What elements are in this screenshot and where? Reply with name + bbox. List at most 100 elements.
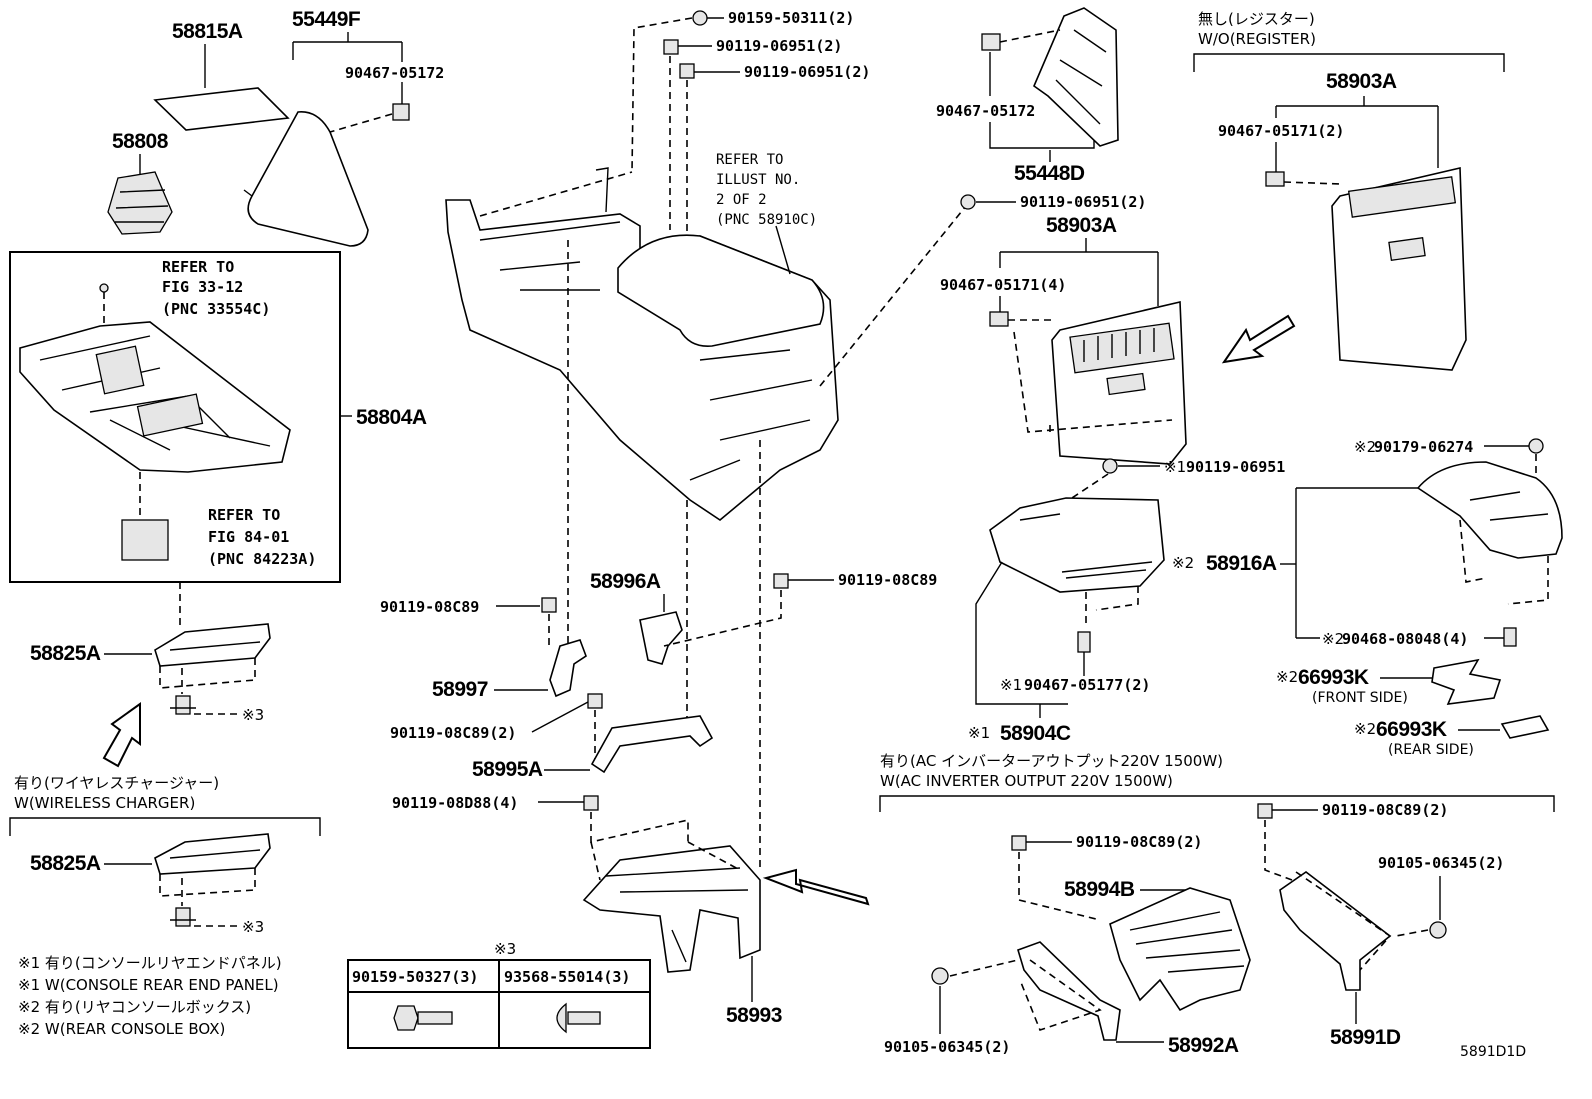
fastener-2[interactable]: 93568-55014(3): [504, 968, 630, 986]
refer3-line3: 2 OF 2: [716, 192, 767, 208]
part-group-58808: 58808: [107, 130, 173, 235]
legend-4: ※2 W(REAR CONSOLE BOX): [18, 1020, 225, 1038]
console-box-main: 90159-50311(2) 90119-06951(2) 90119-0695…: [445, 9, 967, 870]
shift-panel-58804A: [19, 321, 291, 473]
label-58995A[interactable]: 58995A: [472, 758, 543, 781]
label-66993K-rear[interactable]: 66993K: [1376, 718, 1447, 741]
label-58991D[interactable]: 58991D: [1330, 1026, 1401, 1049]
label-90105-06345-b[interactable]: 90105-06345(2): [884, 1038, 1010, 1056]
label-58996A[interactable]: 58996A: [590, 570, 661, 593]
label-58825A-bottom[interactable]: 58825A: [30, 852, 101, 875]
bracket-group: 90119-08C89 58996A 90119-08C89 58997 901…: [380, 570, 937, 1027]
note-wireless-jp: 有り(ワイヤレスチャージャー): [14, 774, 219, 792]
fastener-table: ※3 90159-50327(3) 93568-55014(3): [347, 940, 651, 1049]
part-group-58903A-mid: 90119-06951(2) 58903A 90467-05171(4): [940, 193, 1187, 465]
rear-end-panel-wo-register: [1331, 166, 1467, 371]
legend-2: ※1 W(CONSOLE REAR END PANEL): [18, 976, 279, 994]
label-58903A-top[interactable]: 58903A: [1326, 70, 1397, 93]
label-58904C[interactable]: 58904C: [1000, 722, 1071, 745]
mark2-e: ※2: [1354, 720, 1376, 738]
direction-arrow-right: [1221, 314, 1296, 364]
label-90119-08C89-b[interactable]: 90119-08C89: [838, 571, 937, 589]
label-58804A[interactable]: 58804A: [356, 406, 427, 429]
mark3-b: ※3: [242, 918, 264, 936]
mat-66993K-rear: [1500, 715, 1550, 739]
console-base-58993: [582, 845, 761, 973]
label-90467-05172-right[interactable]: 90467-05172: [936, 102, 1035, 120]
refer2-line2: FIG 84-01: [208, 528, 289, 546]
rear-console-box-58916A: [1416, 461, 1563, 559]
screw-mark3-bottom: [170, 907, 196, 927]
note-register-jp: 無し(レジスター): [1198, 10, 1315, 28]
label-90119-06951-d[interactable]: 90119-06951: [1186, 458, 1285, 476]
armrest-lid: [617, 234, 825, 347]
label-90179-06274[interactable]: 90179-06274: [1374, 438, 1473, 456]
label-90119-08C89-a[interactable]: 90119-08C89: [380, 598, 479, 616]
bezel-58825A-top: [154, 623, 271, 667]
legend-1: ※1 有り(コンソールリヤエンドパネル): [18, 954, 282, 972]
direction-arrow-center: [762, 868, 870, 906]
mark1-c: ※1: [968, 724, 990, 742]
label-58916A[interactable]: 58916A: [1206, 552, 1277, 575]
label-90467-05171-2[interactable]: 90467-05171(2): [1218, 122, 1344, 140]
label-66993K-front[interactable]: 66993K: [1298, 666, 1369, 689]
label-90119-08C89-c[interactable]: 90119-08C89(2): [1322, 801, 1448, 819]
shift-boot-58808: [107, 171, 173, 235]
bracket-58995A: [590, 715, 714, 774]
label-55448D[interactable]: 55448D: [1014, 162, 1085, 185]
mark2-d: ※2: [1276, 668, 1298, 686]
frame-58804A: [9, 251, 341, 583]
label-90119-08C89-2[interactable]: 90119-08C89(2): [390, 724, 516, 742]
label-90159-50311[interactable]: 90159-50311(2): [728, 9, 854, 27]
bracket-58997: [549, 639, 587, 698]
direction-arrow-left: [102, 702, 141, 768]
label-90119-06951-b[interactable]: 90119-06951(2): [744, 63, 870, 81]
refer1-line1: REFER TO: [162, 258, 234, 276]
note-front-side: (FRONT SIDE): [1312, 690, 1408, 706]
label-55449F[interactable]: 55449F: [292, 8, 361, 31]
label-58993[interactable]: 58993: [726, 1004, 782, 1027]
part-group-58804A: REFER TO FIG 33-12 (PNC 33554C) REFER TO…: [9, 251, 427, 630]
fastener-1[interactable]: 90159-50327(3): [352, 968, 478, 986]
label-58815A[interactable]: 58815A: [172, 20, 243, 43]
inverter-bracket-58994B: [1109, 887, 1251, 1012]
mark2-b: ※2: [1172, 554, 1194, 572]
label-58903A-mid[interactable]: 58903A: [1046, 214, 1117, 237]
label-58997[interactable]: 58997: [432, 678, 488, 701]
inverter-section: 有り(AC インバーターアウトプット220V 1500W) W(AC INVER…: [879, 752, 1555, 1057]
label-90468-08048[interactable]: 90468-08048(4): [1342, 630, 1468, 648]
bracket-58992A: [1017, 941, 1121, 1041]
refer3-line4: (PNC 58910C): [716, 212, 817, 228]
fastener-table-mark: ※3: [494, 940, 516, 958]
label-90105-06345-a[interactable]: 90105-06345(2): [1378, 854, 1504, 872]
bolt-icon: [393, 1005, 453, 1031]
part-group-58815A: 58815A: [153, 20, 290, 131]
label-90119-06951-c[interactable]: 90119-06951(2): [1020, 193, 1146, 211]
label-90467-05177[interactable]: 90467-05177(2): [1024, 676, 1150, 694]
mark1-b: ※1: [1000, 676, 1022, 694]
refer1-line3: (PNC 33554C): [162, 300, 270, 318]
label-58825A-top[interactable]: 58825A: [30, 642, 101, 665]
catalog-code: 5891D1D: [1460, 1044, 1526, 1060]
refer3-line2: ILLUST NO.: [716, 172, 800, 188]
mark1-a: ※1: [1164, 458, 1186, 476]
part-group-58904C: ※1 90119-06951 ※1 90467-05177(2) ※1 5890…: [968, 458, 1285, 745]
mark2-a: ※2: [1354, 438, 1376, 456]
label-90119-06951-a[interactable]: 90119-06951(2): [716, 37, 842, 55]
legend-3: ※2 有り(リヤコンソールボックス): [18, 998, 251, 1016]
mark2-c: ※2: [1322, 630, 1344, 648]
note-inverter-en: W(AC INVERTER OUTPUT 220V 1500W): [880, 772, 1173, 790]
label-90467-05172-left[interactable]: 90467-05172: [345, 64, 444, 82]
label-58808[interactable]: 58808: [112, 130, 169, 153]
label-90119-08D88[interactable]: 90119-08D88(4): [392, 794, 518, 812]
mark3-a: ※3: [242, 706, 264, 724]
note-inverter-jp: 有り(AC インバーターアウトプット220V 1500W): [880, 752, 1223, 770]
label-90119-08C89-d[interactable]: 90119-08C89(2): [1076, 833, 1202, 851]
label-58992A[interactable]: 58992A: [1168, 1034, 1239, 1057]
label-90467-05171-4[interactable]: 90467-05171(4): [940, 276, 1066, 294]
part-group-58916A: ※2 90179-06274 ※2 58916A ※2 90468-08048(…: [1172, 438, 1563, 758]
legend: ※1 有り(コンソールリヤエンドパネル) ※1 W(CONSOLE REAR E…: [18, 954, 282, 1038]
note-rear-side: (REAR SIDE): [1388, 742, 1474, 758]
label-58994B[interactable]: 58994B: [1064, 878, 1135, 901]
